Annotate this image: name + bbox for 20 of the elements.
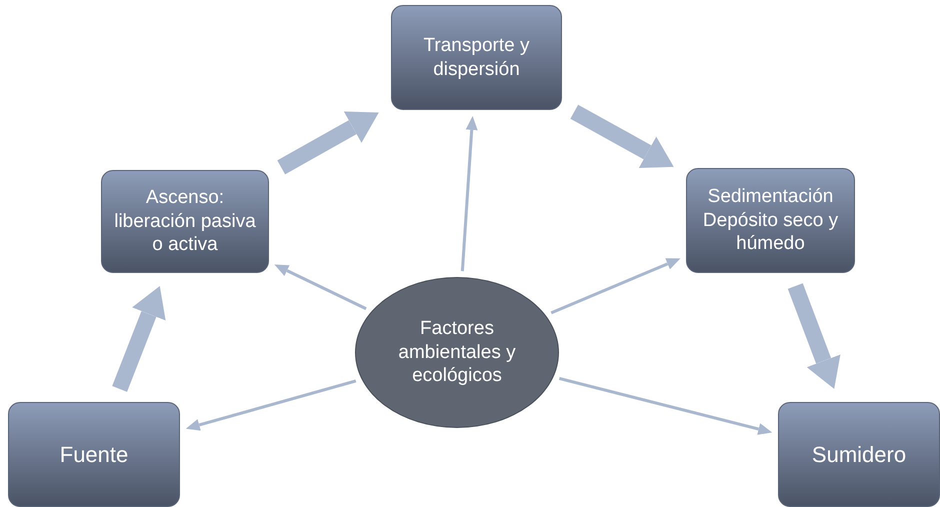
node-label: Fuente <box>60 440 128 468</box>
arrow <box>112 286 166 392</box>
node-label: Factores ambientales y ecológicos <box>397 316 517 388</box>
arrow <box>274 264 367 310</box>
arrow <box>788 283 840 389</box>
arrow <box>570 104 674 168</box>
node-label: Sumidero <box>812 440 906 468</box>
arrow <box>186 379 356 431</box>
arrow <box>550 258 680 314</box>
node-label: Ascenso: liberación pasiva o activa <box>113 186 257 258</box>
node-label: Sedimentación Depósito seco y húmedo <box>702 184 840 256</box>
node-label: Transporte y dispersión <box>422 34 530 82</box>
process-box <box>8 402 180 507</box>
process-box <box>101 170 269 273</box>
arrow <box>558 377 772 435</box>
process-box <box>778 402 940 507</box>
arrow <box>277 112 379 174</box>
process-box <box>391 5 562 110</box>
arrow <box>460 116 478 272</box>
process-box <box>686 168 855 273</box>
